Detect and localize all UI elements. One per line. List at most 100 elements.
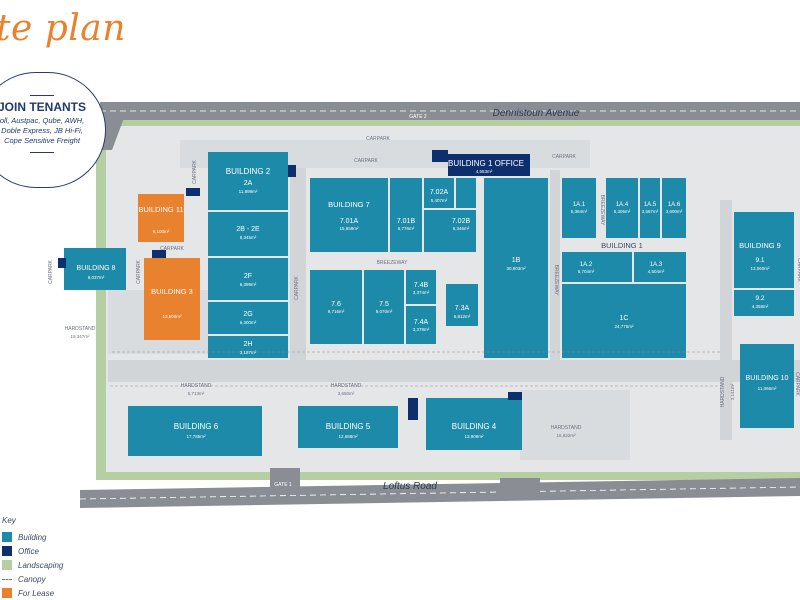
legend-swatch-office [2, 546, 12, 556]
label-b701b: 7.01B [397, 218, 416, 225]
area-b1a3: 4,504m² [648, 269, 665, 274]
page-title: te plan [0, 8, 126, 49]
building-1-office [448, 154, 530, 176]
label-carpark-4: CARPARK [160, 246, 184, 252]
label-b76: 7.6 [331, 301, 341, 308]
label-gate-1: GATE 1 [274, 482, 292, 488]
legend-item-building: Building [2, 530, 63, 544]
building-1c [562, 284, 686, 358]
legend-item-for-lease: For Lease [2, 586, 63, 600]
building-701b [390, 178, 422, 252]
office-3 [152, 250, 166, 258]
building-2a [208, 152, 288, 210]
label-b6: BUILDING 6 [174, 422, 219, 431]
area-b5: 12,688m² [338, 434, 358, 439]
legend-title: Key [2, 516, 16, 525]
area-b1c: 24,776m² [614, 324, 634, 329]
label-b2: BUILDING 2 [226, 167, 271, 176]
building-1a1 [562, 178, 596, 238]
label-b702b: 7.02B [452, 218, 471, 225]
label-b1b: 1B [512, 257, 521, 264]
area-b2g: 6,300m² [240, 320, 257, 325]
building-8 [64, 248, 126, 290]
area-b702b: 6,346m² [453, 226, 470, 231]
area-b1a5: 3,567m² [642, 209, 659, 214]
area-b701a: 15,658m² [339, 226, 359, 231]
label-gate-2: GATE 2 [409, 114, 427, 120]
label-b3: BUILDING 3 [151, 287, 193, 296]
label-b5: BUILDING 5 [326, 422, 371, 431]
label-hardstand-west: HARDSTAND [65, 326, 96, 332]
label-b1a1: 1A.1 [573, 202, 586, 208]
label-carpark-2: CARPARK [354, 158, 378, 164]
label-carpark-v3: CARPARK [136, 259, 142, 283]
area-b1a6: 3,600m² [666, 209, 683, 214]
label-b7: BUILDING 7 [328, 200, 370, 209]
label-hardstand-east: HARDSTAND [551, 425, 582, 431]
label-breezeway-2: BREEZEWAY [553, 265, 559, 297]
area-b701b: 6,776m² [398, 226, 415, 231]
label-b1: BUILDING 1 [601, 241, 643, 250]
office-8 [58, 258, 66, 268]
area-b4: 13,909m² [464, 434, 484, 439]
area-b8: 8,037m² [88, 275, 105, 280]
area-b1a2: 6,704m² [578, 269, 595, 274]
legend-swatch-for-lease [2, 588, 12, 598]
building-2f [208, 258, 288, 300]
internal-road-4 [720, 200, 732, 440]
building-702a [424, 178, 454, 208]
label-b701a: 7.01A [340, 218, 359, 225]
tenants-list: oll, Austpac, Qube, AWH, Doble Express, … [0, 116, 85, 145]
label-b2h: 2H [244, 341, 253, 348]
office-2 [288, 165, 296, 177]
area-b2f: 6,399m² [240, 282, 257, 287]
label-b75: 7.5 [379, 301, 389, 308]
legend-swatch-landscaping [2, 560, 12, 570]
building-4 [426, 398, 522, 450]
area-b74b: 3,374m² [413, 290, 430, 295]
canopy-line [110, 351, 720, 387]
building-74a [406, 306, 436, 344]
office-1b [432, 150, 448, 162]
building-6 [128, 406, 262, 456]
area-hardstand-east: 16,632m² [556, 433, 576, 438]
label-road-south: Loftus Road [383, 481, 437, 492]
legend-item-canopy: Canopy [2, 572, 63, 586]
building-75 [364, 270, 404, 344]
building-5 [298, 406, 398, 448]
area-hardstand-b5: 3,650m² [338, 391, 355, 396]
label-b2f: 2F [244, 273, 252, 280]
label-hardstand-b6: HARDSTAND [181, 383, 212, 389]
building-11 [138, 194, 184, 242]
area-b76: 9,716m² [328, 309, 345, 314]
area-b73a: 5,812m² [454, 314, 471, 319]
label-b10: BUILDING 10 [746, 375, 789, 382]
tenants-badge: JOIN TENANTS oll, Austpac, Qube, AWH, Do… [0, 72, 106, 188]
label-b2g: 2G [243, 311, 252, 318]
building-701a [310, 178, 388, 252]
label-carpark-1: CARPARK [366, 136, 390, 142]
area-b702a: 5,407m² [431, 198, 448, 203]
label-b2b: 2B - 2E [236, 226, 260, 233]
area-b74a: 3,378m² [413, 327, 430, 332]
building-73a [446, 284, 478, 326]
legend-item-office: Office [2, 544, 63, 558]
label-b2a: 2A [244, 180, 253, 187]
label-b1a2: 1A.2 [580, 262, 593, 268]
building-1a5 [640, 178, 660, 238]
label-b4: BUILDING 4 [452, 422, 497, 431]
area-b75: 9,070m² [376, 309, 393, 314]
label-b702a: 7.02A [430, 189, 449, 196]
office-4 [508, 392, 522, 400]
building-91 [734, 212, 794, 288]
label-b8: BUILDING 8 [77, 265, 116, 272]
label-b73a: 7.3A [455, 305, 470, 312]
label-breezeway-1: BREEZEWAY [377, 260, 409, 266]
building-702-c [456, 178, 476, 208]
building-1a4 [606, 178, 638, 238]
area-b1a4: 5,305m² [614, 209, 631, 214]
legend-swatch-building [2, 532, 12, 542]
area-b6: 17,785m² [186, 434, 206, 439]
building-1a6 [662, 178, 686, 238]
